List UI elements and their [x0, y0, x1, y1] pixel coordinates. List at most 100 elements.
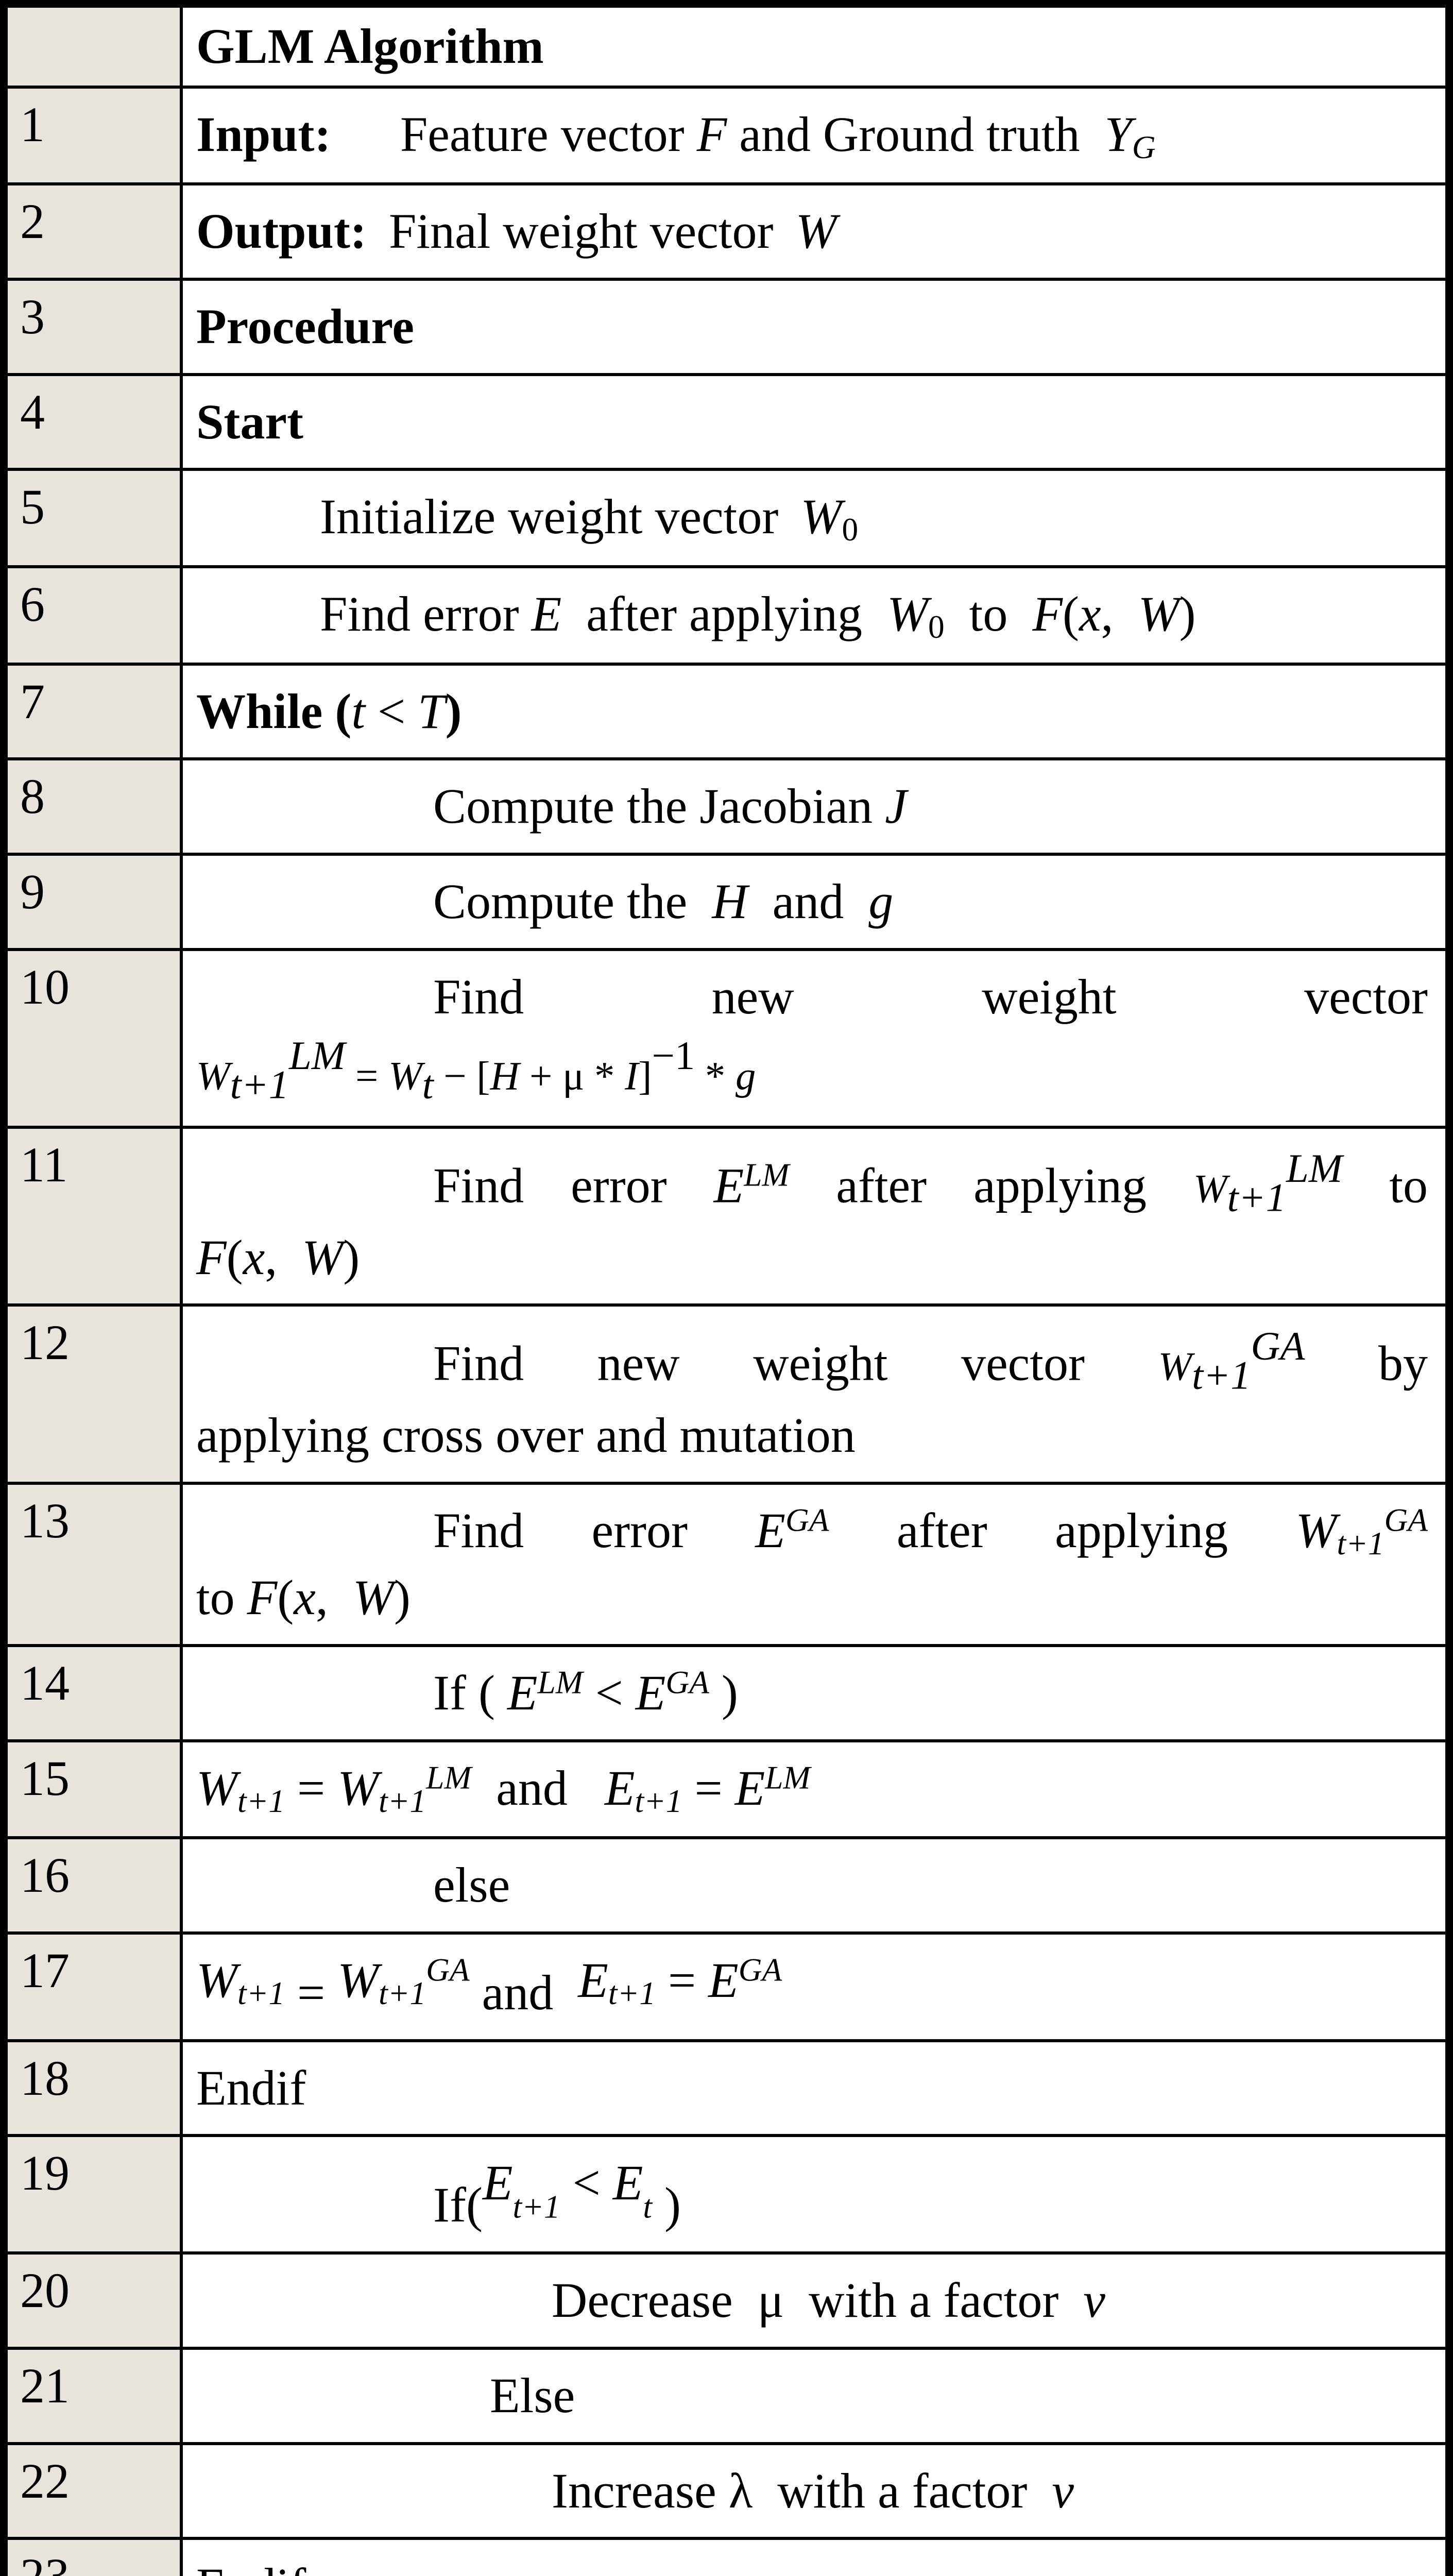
text-segment: W	[196, 1952, 237, 2008]
text-segment: t+1	[608, 1975, 656, 2011]
text-segment: and	[471, 1760, 605, 1816]
text-segment: Find error	[320, 586, 532, 641]
text-segment: GA	[785, 1501, 829, 1538]
row-number: 6	[2, 565, 183, 666]
text-segment: While	[196, 683, 335, 739]
text-segment: <	[583, 1665, 636, 1720]
content-line: Decrease μ with a factor v	[196, 2268, 1428, 2333]
row-number: 20	[2, 2251, 183, 2350]
text-segment: v	[1083, 2273, 1105, 2328]
text-segment: t+1	[230, 1063, 289, 1108]
text-segment: =	[682, 1760, 735, 1816]
content-line: Wt+1 = Wt+1LM and Et+1 = ELM	[196, 1756, 1428, 1823]
row-content: Initialize weight vector W0	[180, 468, 1451, 568]
text-segment: W	[337, 1760, 379, 1816]
row-content: Output:Final weight vector W	[180, 182, 1451, 281]
row-content: Procedure	[180, 278, 1451, 376]
text-segment: )	[445, 683, 462, 739]
row-number	[2, 2, 183, 89]
text-segment: W	[196, 1760, 237, 1816]
text-segment: T	[418, 683, 446, 739]
text-segment: Find error	[433, 1158, 714, 1213]
content-line: Compute the H and g	[196, 869, 1428, 935]
text-segment: t+1	[635, 1783, 682, 1819]
text-segment: Find new weight vector	[433, 1335, 1158, 1391]
content-line: If ( ELM < EGA )	[196, 1660, 1428, 1726]
text-segment: F	[1032, 586, 1063, 641]
text-segment: t+1	[237, 1783, 285, 1819]
row-number: 3	[2, 278, 183, 376]
text-segment: Find error	[433, 1502, 756, 1558]
text-segment: g	[735, 1054, 756, 1099]
text-segment: E	[734, 1760, 765, 1816]
text-segment: and Ground truth	[727, 106, 1092, 162]
text-segment: F	[696, 106, 727, 162]
text-segment: E	[635, 1665, 666, 1720]
text-segment: )	[1179, 586, 1196, 641]
row-number: 7	[2, 662, 183, 761]
text-segment: W	[1158, 1344, 1192, 1389]
text-segment: (	[1062, 586, 1079, 641]
text-segment: W	[795, 204, 837, 259]
content-line: to F(x, W)	[196, 1565, 1428, 1631]
table-header-row: GLM Algorithm	[2, 2, 1451, 89]
text-segment: else	[433, 1857, 510, 1913]
row-content: Start	[180, 372, 1451, 471]
row-number: 21	[2, 2346, 183, 2445]
text-segment: after applying	[829, 1502, 1296, 1558]
text-segment: t	[643, 2189, 652, 2225]
content-line: F(x, W)	[196, 1225, 1428, 1291]
text-segment: t+1	[379, 1975, 426, 2011]
row-number: 10	[2, 947, 183, 1129]
text-segment: after applying	[561, 586, 887, 641]
content-line: While (t < T)	[196, 679, 1428, 744]
text-segment: <	[365, 683, 418, 739]
content-line: Increase λ with a factor ν	[196, 2459, 1428, 2524]
content-line: Input:Feature vector F and Ground truth …	[196, 102, 1428, 170]
text-segment: x	[294, 1570, 316, 1625]
text-segment: Start	[196, 394, 303, 449]
text-segment: t	[351, 683, 365, 739]
row-number: 9	[2, 853, 183, 951]
text-segment: t+1	[1192, 1353, 1251, 1398]
text-segment: g	[868, 874, 894, 929]
row-number: 11	[2, 1126, 183, 1307]
row-number: 22	[2, 2442, 183, 2540]
text-segment: LM	[537, 1664, 583, 1701]
row-number: 4	[2, 372, 183, 471]
text-segment: W	[302, 1229, 344, 1285]
text-segment: LM	[765, 1759, 811, 1795]
text-segment: t	[422, 1063, 434, 1108]
text-segment: =	[345, 1054, 389, 1099]
text-segment: GA	[1384, 1501, 1428, 1538]
row-content: Decrease μ with a factor v	[180, 2251, 1451, 2350]
row-number: 14	[2, 1643, 183, 1742]
content-line: Find error E after applying W0 to F(x, W…	[196, 582, 1428, 649]
text-segment: x	[243, 1229, 265, 1285]
text-segment: 0	[842, 512, 859, 548]
text-segment: Increase λ with a factor	[552, 2463, 1052, 2518]
content-line: If(Et+1 < Et )	[196, 2150, 1428, 2238]
row-content: If(Et+1 < Et )	[180, 2134, 1451, 2255]
text-segment: <	[560, 2155, 613, 2211]
row-number: 8	[2, 757, 183, 856]
text-segment: + μ *	[519, 1054, 625, 1099]
row-content: If ( ELM < EGA )	[180, 1643, 1451, 1742]
text-segment: t+1	[237, 1975, 285, 2011]
text-segment: W	[800, 489, 842, 545]
row-number: 19	[2, 2134, 183, 2255]
text-segment: to	[1342, 1158, 1428, 1213]
content-line: GLM Algorithm	[196, 14, 1428, 79]
